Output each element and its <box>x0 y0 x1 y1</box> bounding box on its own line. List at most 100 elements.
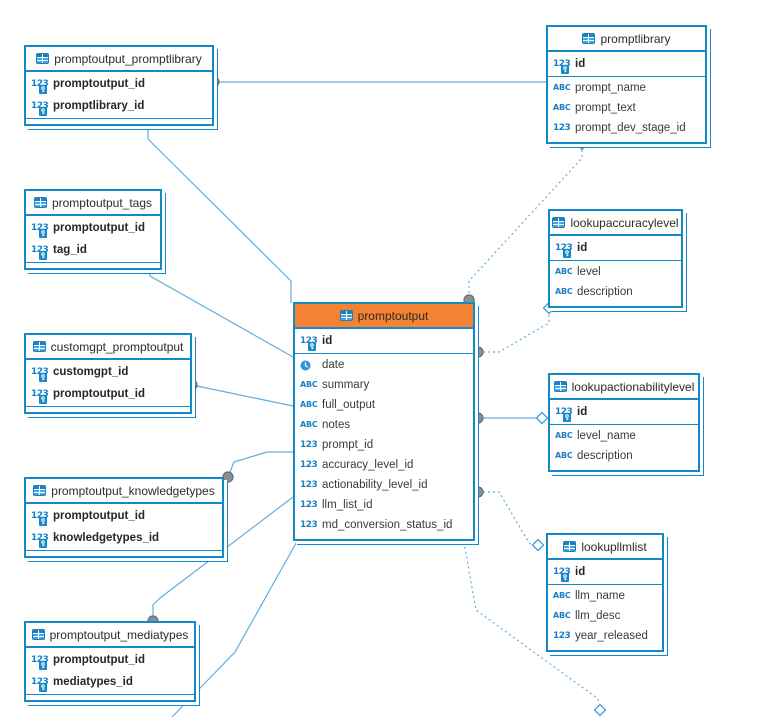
table-icon <box>36 53 50 64</box>
number-icon: 123 <box>553 630 571 641</box>
field-name: mediatypes_id <box>53 676 133 688</box>
table-title: customgpt_promptoutput <box>50 339 184 354</box>
field-name: promptoutput_id <box>53 654 145 666</box>
table-header-promptoutput_promptlibrary[interactable]: promptoutput_promptlibrary <box>26 47 212 72</box>
text-icon: ABC <box>553 611 571 620</box>
table-header-promptoutput_mediatypes[interactable]: promptoutput_mediatypes <box>26 623 194 648</box>
table-header-promptoutput_tags[interactable]: promptoutput_tags <box>26 191 160 216</box>
relation-promptoutput-lookupaccuracylevel[interactable] <box>478 314 550 353</box>
text-icon: ABC <box>300 400 318 409</box>
pk-divider <box>550 260 681 261</box>
field-name: date <box>322 359 345 371</box>
field-name: level <box>577 266 601 278</box>
table-header-promptoutput_knowledgetypes[interactable]: promptoutput_knowledgetypes <box>26 479 222 504</box>
table-title: lookupllmlist <box>581 539 647 554</box>
relation-promptoutput_promptlibrary-promptoutput[interactable] <box>147 120 292 303</box>
table-icon <box>32 341 46 352</box>
table-header-lookupllmlist[interactable]: lookupllmlist <box>548 535 662 560</box>
field-row-date[interactable]: date <box>295 355 473 375</box>
table-title: promptoutput_knowledgetypes <box>51 483 215 498</box>
number-key-icon: 123 <box>555 243 577 258</box>
number-key-icon: 123 <box>553 567 575 582</box>
relation-dot-endpoint[interactable] <box>222 471 234 483</box>
number-key-icon: 123 <box>31 101 53 116</box>
number-icon: 123 <box>300 499 318 510</box>
table-header-lookupaccuracylevel[interactable]: lookupaccuracylevel <box>550 211 681 236</box>
number-key-icon: 123 <box>31 367 53 382</box>
field-name: prompt_text <box>575 102 636 114</box>
relation-promptoutput-lookupllmlist[interactable] <box>478 491 532 546</box>
table-header-customgpt_promptoutput[interactable]: customgpt_promptoutput <box>26 335 190 360</box>
table-header-promptoutput[interactable]: promptoutput <box>295 304 473 329</box>
field-name: id <box>577 242 588 254</box>
number-key-icon: 123 <box>31 223 53 238</box>
table-header-promptlibrary[interactable]: promptlibrary <box>548 27 705 52</box>
number-key-icon: 123 <box>31 655 53 670</box>
field-name: md_conversion_status_id <box>322 519 453 531</box>
relation-promptoutput_mediatypes-promptoutput[interactable] <box>152 496 294 621</box>
field-name: tag_id <box>53 244 87 256</box>
relation-customgpt_promptoutput-promptoutput[interactable] <box>191 384 294 407</box>
relation-diamond-endpoint[interactable] <box>535 411 549 425</box>
relation-promptoutput_knowledgetypes-promptoutput[interactable] <box>227 451 293 478</box>
number-key-icon: 123 <box>31 245 53 260</box>
table-title: promptoutput_tags <box>51 195 153 210</box>
table-header-lookupactionabilitylevel[interactable]: lookupactionabilitylevel <box>550 375 698 400</box>
pk-divider <box>550 424 698 425</box>
field-name: promptlibrary_id <box>53 100 145 112</box>
pk-divider <box>26 262 160 263</box>
relation-diamond-endpoint[interactable] <box>531 538 545 552</box>
number-icon: 123 <box>553 122 571 133</box>
field-name: id <box>577 406 588 418</box>
relation-diamond-endpoint[interactable] <box>593 703 607 717</box>
relation-promptlibrary-promptoutput[interactable] <box>468 150 583 298</box>
